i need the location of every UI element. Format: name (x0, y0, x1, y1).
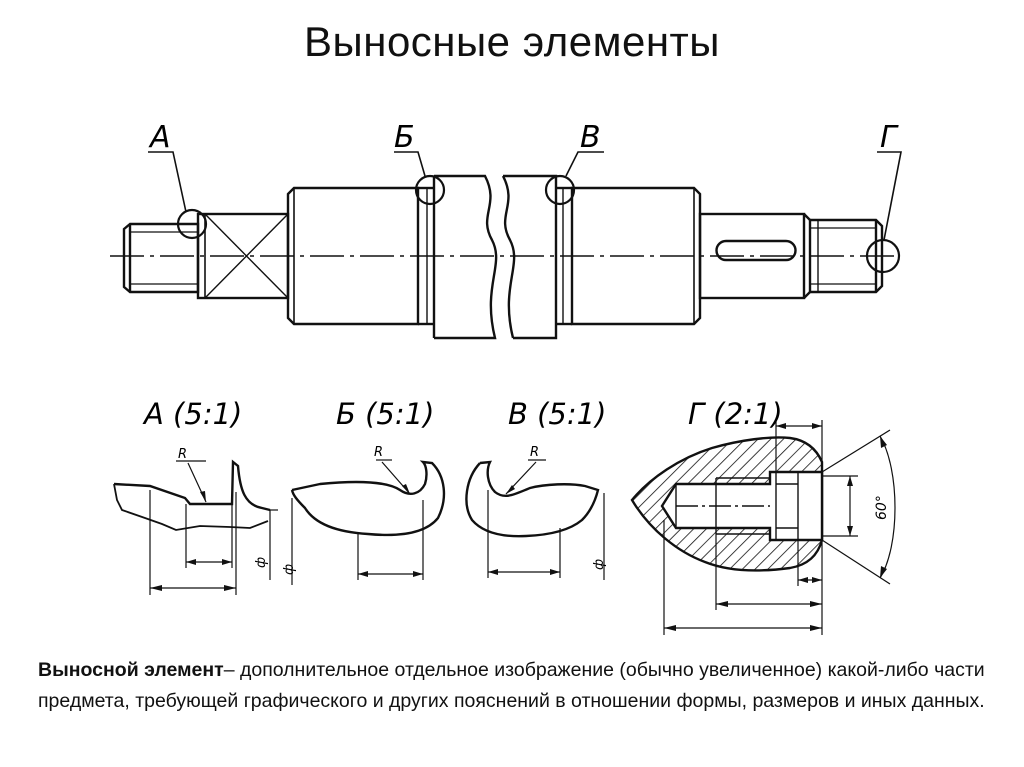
shaft-left-thread (122, 222, 200, 294)
technical-drawing: А Б В Г А (5:1) R ф (110, 120, 902, 635)
detail-label-b: Б (394, 120, 415, 155)
detail-view-b-title: Б (5:1) (336, 397, 434, 431)
detail-view-v-radius: R (530, 445, 539, 460)
shaft-drawing (122, 174, 884, 340)
detail-view-b-radius: R (374, 445, 383, 460)
leader-a (148, 151, 187, 213)
detail-view-v-diameter: ф (592, 559, 607, 570)
detail-view-g-title: Г (2:1) (688, 397, 783, 431)
detail-circle-g (865, 238, 901, 274)
detail-view-v (465, 459, 605, 580)
detail-view-b (290, 459, 446, 585)
detail-view-g-angle: 60° (874, 495, 890, 520)
definition-term: Выносной элемент (38, 659, 224, 681)
page-title: Выносные элементы (304, 18, 720, 65)
shaft-collar (434, 174, 498, 340)
detail-label-g: Г (880, 120, 899, 155)
detail-view-g (630, 420, 896, 635)
detail-view-v-title: В (5:1) (508, 397, 606, 431)
detail-circle-a (176, 208, 208, 240)
leader-b (394, 151, 426, 177)
detail-view-a (113, 459, 278, 595)
definition-paragraph: Выносной элемент– дополнительное отдельн… (38, 655, 998, 717)
detail-view-a-radius: R (178, 447, 187, 462)
detail-label-a: А (148, 120, 171, 155)
definition-text: – дополнительное отдельное изображение (… (38, 659, 985, 712)
detail-view-a-diameter: ф (254, 557, 269, 568)
detail-markers (148, 151, 902, 274)
detail-label-v: В (580, 120, 601, 155)
detail-circle-b (414, 174, 446, 206)
detail-view-b-diameter: ф (282, 564, 297, 575)
detail-view-a-title: А (5:1) (142, 397, 242, 431)
leader-v (565, 151, 604, 177)
keyway-slot (715, 239, 797, 262)
leader-g (877, 151, 902, 241)
detail-circle-v (544, 174, 576, 206)
